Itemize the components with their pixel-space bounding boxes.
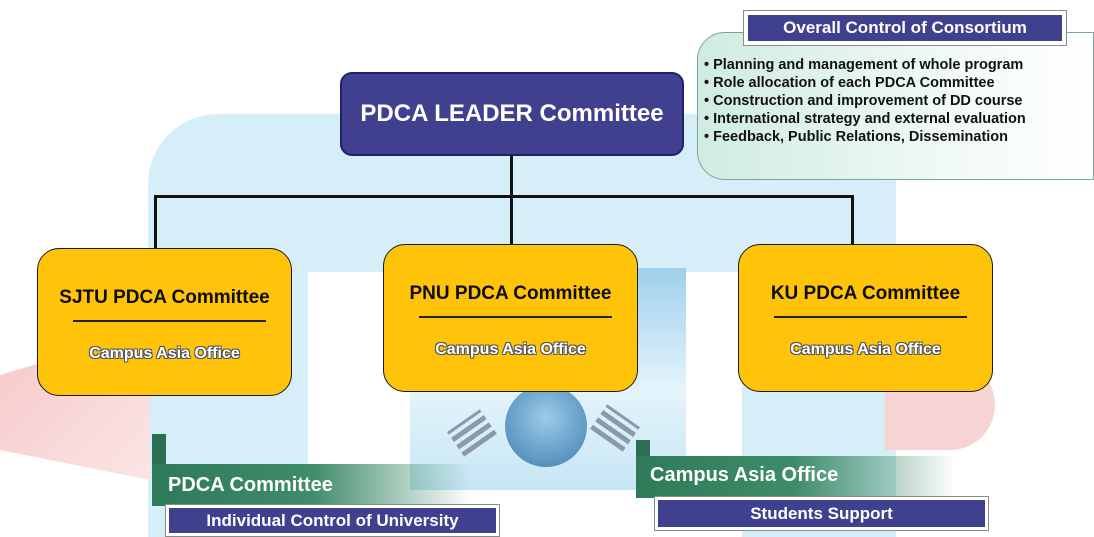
list-item: • Role allocation of each PDCA Committee [704,75,995,91]
campus-office-label: Campus Asia Office [89,345,240,362]
overall-control-list: • Planning and management of whole progr… [704,56,1026,146]
list-item: • Planning and management of whole progr… [704,57,1024,73]
legend-right-subtitle: Students Support [658,500,985,527]
overall-control-title: Overall Control of Consortium [743,10,1067,46]
university-committee-label: KU PDCA Committee [770,283,961,304]
overall-control-title-text: Overall Control of Consortium [748,15,1062,41]
connector-left [154,195,157,250]
university-card-ku: KU PDCA Committee Campus Asia Office [738,244,993,392]
leader-committee-label: PDCA LEADER Committee [360,100,664,127]
campus-office-label: Campus Asia Office [435,341,586,358]
legend-left-banner: PDCA Committee [152,464,472,506]
divider [774,316,967,318]
legend-left-tick [152,434,166,464]
list-item: • Feedback, Public Relations, Disseminat… [704,129,1009,145]
connector-trunk [510,156,513,196]
university-committee-label: SJTU PDCA Committee [59,287,270,308]
legend-left-subtitle-box: Individual Control of University [165,504,500,537]
university-card-pnu: PNU PDCA Committee Campus Asia Office [383,244,638,392]
connector-right [851,195,854,245]
university-card-sjtu: SJTU PDCA Committee Campus Asia Office [37,248,292,396]
flag-emblem [505,385,587,467]
connector-bar [154,195,854,198]
legend-left-title: PDCA Committee [168,474,333,496]
campus-office-label: Campus Asia Office [790,341,941,358]
divider [73,320,266,322]
university-committee-label: PNU PDCA Committee [409,283,612,304]
legend-right-subtitle-box: Students Support [654,496,989,531]
list-item: • Construction and improvement of DD cou… [704,93,1023,109]
divider [419,316,612,318]
legend-right-title: Campus Asia Office [650,464,839,486]
leader-committee-box: PDCA LEADER Committee [340,72,684,156]
legend-right-banner: Campus Asia Office [636,456,954,498]
connector-middle [510,195,513,245]
legend-left-subtitle: Individual Control of University [169,508,496,533]
list-item: • International strategy and external ev… [704,111,1026,127]
